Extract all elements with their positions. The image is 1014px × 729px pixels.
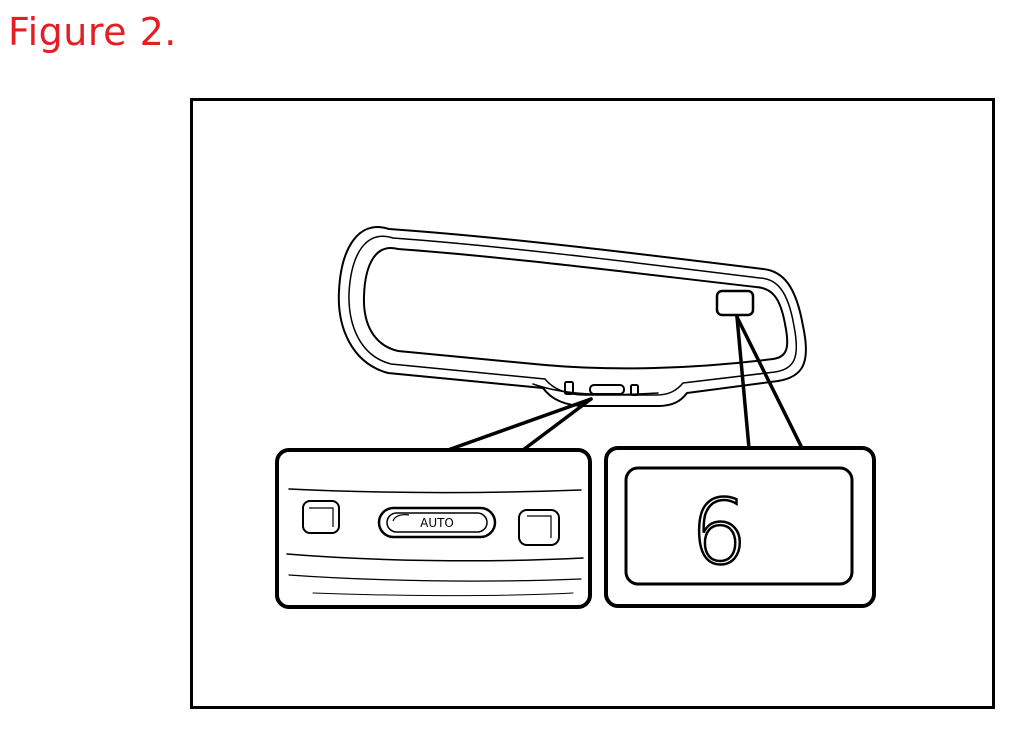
side-button-right-icon bbox=[518, 509, 560, 546]
button-panel-box bbox=[275, 448, 592, 609]
diagram-frame: AUTO 6 bbox=[190, 98, 995, 709]
mirror-small-button-left bbox=[564, 381, 574, 395]
display-callout-leader-right bbox=[735, 315, 804, 450]
rearview-mirror-icon bbox=[337, 226, 807, 407]
display-panel-box bbox=[604, 446, 876, 608]
mirror-display-window bbox=[715, 289, 755, 317]
callout-leaders bbox=[446, 315, 804, 452]
display-panel-callout: 6 bbox=[604, 446, 876, 608]
mirror-glass bbox=[362, 246, 789, 370]
auto-button-label: AUTO bbox=[420, 516, 454, 530]
side-button-left-icon bbox=[302, 500, 340, 534]
button-callout-leader-right bbox=[521, 397, 593, 452]
panel-bottom-line bbox=[286, 553, 584, 562]
mirror-outer-outline bbox=[337, 226, 807, 407]
auto-button-icon: AUTO bbox=[377, 506, 497, 539]
display-value: 6 bbox=[690, 480, 747, 585]
panel-bottom-line-2 bbox=[288, 574, 582, 582]
mirror-mid-outline bbox=[348, 235, 798, 396]
button-panel-callout: AUTO bbox=[275, 448, 592, 609]
panel-bottom-line-3 bbox=[312, 592, 574, 597]
mirror-diagram: AUTO 6 bbox=[275, 226, 876, 609]
panel-top-line bbox=[288, 488, 582, 494]
button-callout-leader-left bbox=[446, 397, 593, 452]
digital-display-icon bbox=[624, 466, 854, 586]
mirror-auto-button-small bbox=[589, 384, 625, 395]
display-callout-leader-left bbox=[735, 315, 751, 450]
figure-title: Figure 2. bbox=[8, 10, 177, 54]
mirror-small-button-right bbox=[630, 384, 639, 396]
